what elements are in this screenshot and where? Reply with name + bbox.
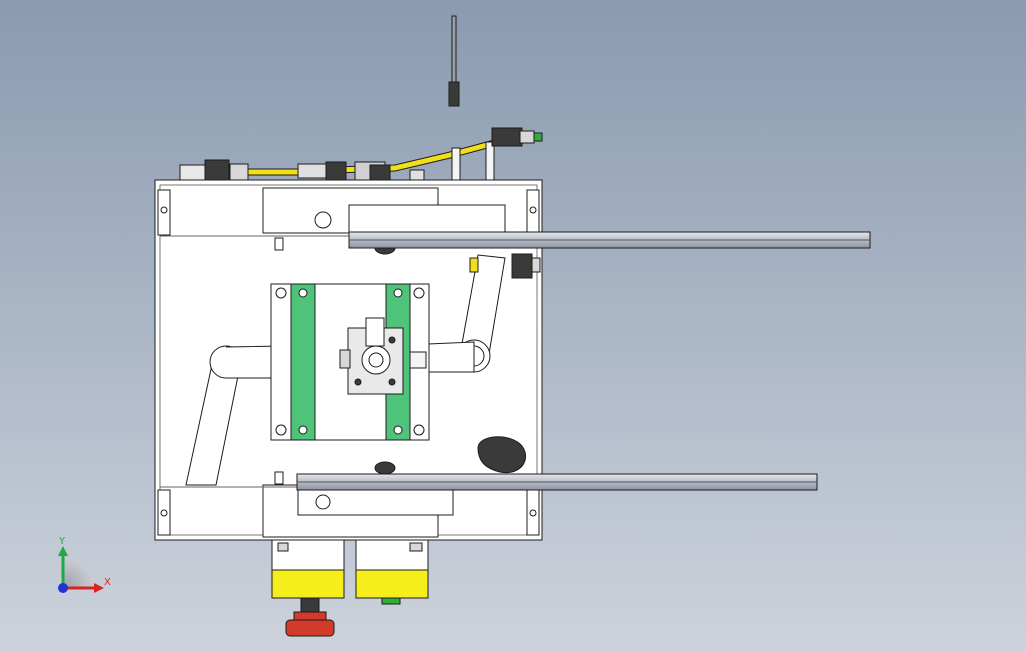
slot-cutout [477, 436, 527, 474]
right-yellow-housing [355, 539, 429, 605]
left-yellow-housing [271, 539, 345, 637]
assembly-drawing [154, 15, 871, 637]
coordinate-triad-icon: Y X [58, 536, 111, 593]
axis-y-label: Y [58, 536, 66, 547]
sensor-probe [448, 15, 460, 107]
center-clamp-mechanism[interactable] [339, 317, 427, 395]
yellow-cable-assembly [179, 127, 543, 185]
axis-x-label: X [104, 577, 111, 588]
corner-screws [157, 189, 540, 536]
upper-rail[interactable] [348, 204, 871, 249]
lower-rail[interactable] [296, 473, 818, 491]
